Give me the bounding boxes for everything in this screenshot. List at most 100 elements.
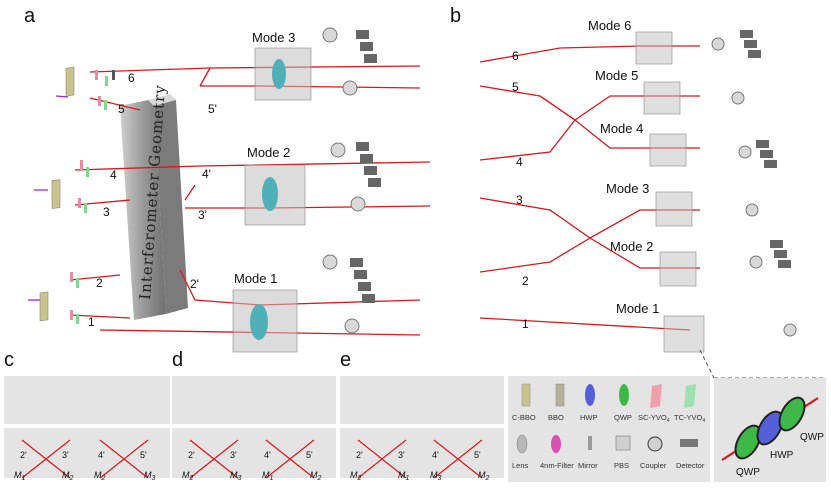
- detector-icon: [680, 439, 698, 447]
- sc-yvo-icon: [650, 384, 662, 408]
- panel-b-letter: b: [450, 5, 461, 27]
- b-mode-4-label: Mode 4: [600, 121, 643, 136]
- legend-pbs: PBS: [614, 461, 629, 470]
- legend-qwp: QWP: [614, 413, 632, 422]
- panel-d: d 2' 3' 4' 5' M2 M3 M1 M2: [172, 349, 336, 482]
- port-2-prime: 2': [190, 277, 199, 291]
- legend: C-BBO BBO HWP QWP SC-YVO4 TC-YVO4 Lens 4…: [508, 376, 710, 482]
- inset-qwp-left: QWP: [736, 467, 760, 478]
- legend-tc-yvo: TC-YVO4: [674, 413, 705, 424]
- d-port-4p: 4': [264, 450, 271, 460]
- e-m-1: M1: [398, 470, 410, 482]
- panel-a-mode-boxes: Mode 3 Mode 2 Mode 1: [232, 30, 312, 353]
- legend-lens: Lens: [512, 461, 529, 470]
- legend-detector: Detector: [676, 461, 705, 470]
- d-port-2p: 2': [188, 450, 195, 460]
- port-6: 6: [128, 71, 135, 85]
- port-2: 2: [96, 276, 103, 290]
- c-m-0: M1: [14, 470, 26, 482]
- c-port-3p: 3': [62, 450, 69, 460]
- legend-coupler: Coupler: [640, 461, 667, 470]
- qwp-icon: [619, 384, 629, 406]
- tc-yvo-icon: [684, 384, 696, 408]
- port-5-prime: 5': [208, 102, 217, 116]
- panel-c-letter: c: [4, 349, 14, 371]
- b-mode-3-label: Mode 3: [606, 181, 649, 196]
- panel-d-letter: d: [172, 349, 183, 371]
- b-mode-2-label: Mode 2: [610, 239, 653, 254]
- panel-a-sources: [39, 66, 115, 324]
- port-4-prime: 4': [202, 167, 211, 181]
- panel-e-letter: e: [340, 349, 351, 371]
- port-3: 3: [103, 205, 110, 219]
- mirror-icon: [588, 436, 592, 450]
- panel-e: e 2' 3' 4' 5' M2 M1 M3 M2: [340, 349, 504, 482]
- legend-cbbo: C-BBO: [512, 413, 536, 422]
- legend-sc-yvo: SC-YVO4: [638, 413, 670, 424]
- b-port-5: 5: [512, 80, 519, 94]
- b-port-4: 4: [516, 155, 523, 169]
- panel-b: b 6 5 4 3 2 1 Mode 6 Mode 5 Mode 4: [450, 5, 797, 353]
- panel-a: a Interferometer Geometry: [24, 5, 431, 353]
- inset-hwp: HWP: [770, 450, 794, 461]
- mode-1-label: Mode 1: [234, 271, 277, 286]
- d-m-2: M1: [262, 470, 274, 482]
- c-port-5p: 5': [140, 450, 147, 460]
- panel-d-beams: [189, 439, 315, 479]
- b-port-6: 6: [512, 49, 519, 63]
- pbs-icon: [615, 435, 631, 451]
- panel-a-letter: a: [24, 5, 36, 27]
- panel-b-port-labels: 6 5 4 3 2 1: [512, 49, 529, 331]
- port-5: 5: [118, 102, 125, 116]
- panel-e-beams: [357, 439, 483, 479]
- b-port-3: 3: [516, 193, 523, 207]
- interferometer-geometry-block: Interferometer Geometry: [120, 84, 188, 320]
- hwp-icon: [585, 384, 595, 406]
- legend-icons: [516, 383, 698, 454]
- port-3-prime: 3': [198, 208, 207, 222]
- inset-qwp-right: QWP: [800, 432, 824, 443]
- e-port-2p: 2': [356, 450, 363, 460]
- e-port-5p: 5': [474, 450, 481, 460]
- c-m-2: M2: [94, 470, 106, 482]
- coupler-icon: [647, 436, 663, 452]
- d-port-5p: 5': [306, 450, 313, 460]
- b-port-2: 2: [522, 274, 529, 288]
- e-m-0: M2: [350, 470, 362, 482]
- filter-icon: [551, 435, 561, 453]
- c-m-1: M2: [62, 470, 74, 482]
- panel-a-detectors: [322, 27, 381, 334]
- panel-c: c 2' 3' 4' 5' M1 M2 M2 M3: [4, 349, 170, 482]
- b-port-1: 1: [522, 317, 529, 331]
- b-mode-1-label: Mode 1: [616, 301, 659, 316]
- c-port-2p: 2': [20, 450, 27, 460]
- panel-a-port-labels: 6 5 4 3 2 1 5' 4' 3' 2': [88, 71, 217, 329]
- panel-b-detectors: [711, 30, 797, 337]
- legend-hwp: HWP: [580, 413, 598, 422]
- legend-filter: 4nm-Filter: [540, 461, 574, 470]
- mode-3-label: Mode 3: [252, 30, 295, 45]
- e-port-3p: 3': [398, 450, 405, 460]
- d-port-3p: 3': [230, 450, 237, 460]
- c-port-4p: 4': [98, 450, 105, 460]
- lens-icon: [516, 434, 528, 454]
- e-port-4p: 4': [432, 450, 439, 460]
- c-m-3: M3: [144, 470, 156, 482]
- cbbo-icon: [521, 383, 531, 407]
- e-m-3: M2: [478, 470, 490, 482]
- waveplate-inset: QWP HWP QWP: [699, 349, 826, 482]
- b-mode-5-label: Mode 5: [595, 68, 638, 83]
- legend-labels-row1: C-BBO BBO HWP QWP SC-YVO4 TC-YVO4: [512, 413, 705, 424]
- legend-bbo: BBO: [548, 413, 564, 422]
- b-mode-6-label: Mode 6: [588, 18, 631, 33]
- bbo-icon: [555, 383, 565, 407]
- d-m-1: M3: [230, 470, 242, 482]
- legend-mirror: Mirror: [578, 461, 598, 470]
- panel-c-beams: [21, 439, 149, 479]
- legend-labels-row2: Lens 4nm-Filter Mirror PBS Coupler Detec…: [512, 461, 705, 470]
- mode-2-label: Mode 2: [247, 145, 290, 160]
- panel-b-mode-boxes: Mode 6 Mode 5 Mode 4 Mode 3 Mode 2 Mode …: [588, 18, 705, 353]
- d-m-3: M2: [310, 470, 322, 482]
- port-4: 4: [110, 168, 117, 182]
